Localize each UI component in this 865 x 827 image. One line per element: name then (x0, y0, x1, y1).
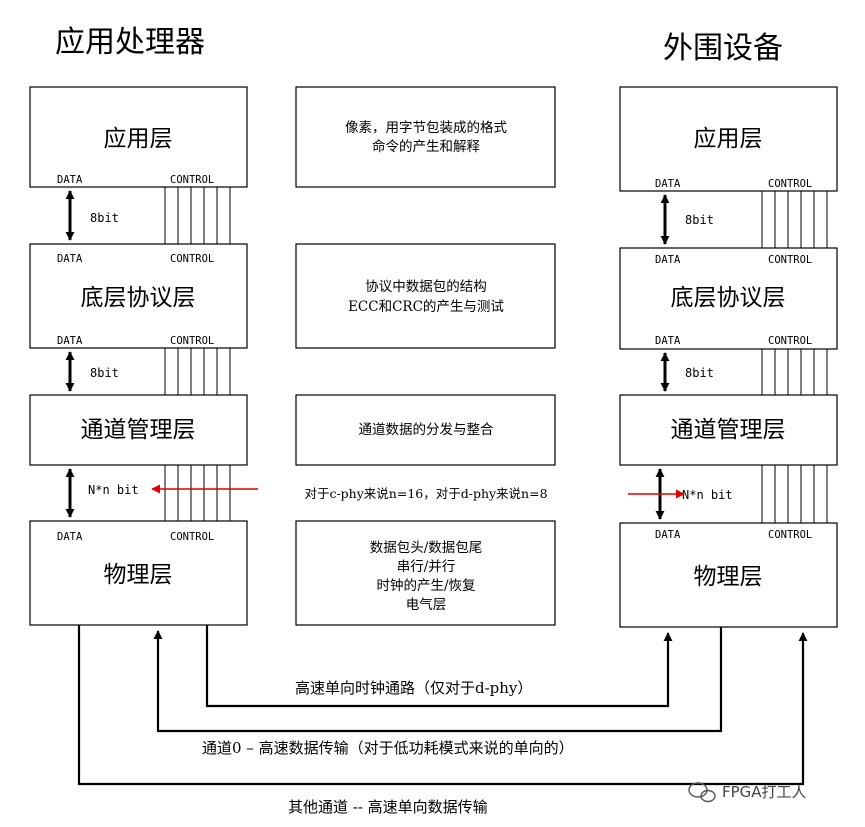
right-protocol-data-label-top: DATA (655, 254, 681, 266)
right-phy-layer-label: 物理层 (694, 564, 763, 590)
left-8bit-label-2: 8bit (90, 366, 119, 380)
left-protocol-layer-box (29, 243, 248, 349)
right-title: 外围设备 (663, 31, 783, 66)
phy-description-line-4: 电气层 (406, 597, 447, 613)
right-protocol-control-label-bottom: CONTROL (768, 335, 812, 347)
other-lanes-path (77, 625, 808, 786)
app-description-line-1: 像素，用字节包装成的格式 (345, 120, 507, 136)
left-phy-data-label: DATA (57, 531, 83, 543)
right-phy-layer-box (619, 522, 838, 628)
phy-description-line-3: 时钟的产生/恢复 (376, 577, 475, 594)
right-app-data-label: DATA (655, 178, 681, 190)
left-phy-layer-label: 物理层 (104, 562, 173, 588)
right-app-layer-box (619, 86, 838, 192)
clock-path-label: 高速单向时钟通路（仅对于d-phy） (295, 679, 532, 697)
right-nbit-label: N*n bit (682, 488, 733, 502)
right-protocol-control-label-top: CONTROL (768, 254, 812, 266)
watermark-text: FPGA打工人 (722, 783, 807, 801)
left-control-bus-2 (164, 348, 231, 395)
left-protocol-layer-label: 底层协议层 (81, 285, 196, 311)
left-app-layer-box (29, 86, 248, 188)
lane-description-box (295, 394, 556, 466)
right-stack (619, 86, 838, 628)
right-control-bus-2 (761, 349, 828, 395)
left-phy-control-label: CONTROL (170, 531, 214, 543)
left-stack (29, 86, 248, 626)
phy-description-line-1: 数据包头/数据包尾 (370, 540, 483, 556)
right-app-control-label: CONTROL (768, 178, 812, 190)
left-lane-layer-box (29, 394, 248, 466)
left-protocol-data-label-bottom: DATA (57, 335, 83, 347)
protocol-description-line-1: 协议中数据包的结构 (365, 279, 487, 295)
protocol-description-box (295, 243, 556, 349)
right-protocol-data-label-bottom: DATA (655, 335, 681, 347)
left-nbit-label: N*n bit (88, 483, 139, 497)
lane-note: 对于c-phy来说n=16，对于d-phy来说n=8 (304, 486, 547, 501)
right-lane-layer-label: 通道管理层 (671, 417, 786, 443)
other-lanes-path-label: 其他通道 -- 高速单向数据传输 (288, 798, 488, 816)
right-phy-control-label: CONTROL (768, 529, 812, 541)
left-8bit-label-1: 8bit (90, 211, 119, 225)
right-lane-layer-box (619, 394, 838, 466)
left-protocol-data-label-top: DATA (57, 253, 83, 265)
left-app-data-label: DATA (57, 174, 83, 186)
right-phy-data-label: DATA (655, 529, 681, 541)
app-description-line-2: 命令的产生和解释 (372, 138, 480, 155)
right-protocol-layer-label: 底层协议层 (671, 285, 786, 311)
right-8bit-label-2: 8bit (685, 366, 714, 380)
left-app-layer-label: 应用层 (104, 126, 173, 152)
app-description-box (295, 86, 556, 188)
right-app-layer-label: 应用层 (694, 126, 763, 152)
left-title: 应用处理器 (55, 25, 205, 60)
wechat-icon (688, 782, 716, 803)
phy-description-box (295, 520, 556, 626)
middle-description-boxes (295, 86, 556, 626)
left-lane-layer-label: 通道管理层 (81, 417, 196, 443)
left-control-bus-1 (164, 187, 231, 244)
left-protocol-control-label-top: CONTROL (170, 253, 214, 265)
left-app-control-label: CONTROL (170, 174, 214, 186)
left-control-bus-3 (164, 465, 231, 521)
left-protocol-control-label-bottom: CONTROL (170, 335, 214, 347)
lane0-path-label: 通道0 – 高速数据传输（对于低功耗模式来说的单向的） (202, 739, 574, 757)
phy-connections (77, 625, 808, 786)
right-control-bus-1 (761, 191, 828, 248)
right-control-bus-3 (761, 465, 828, 523)
lane0-path (153, 627, 723, 733)
right-protocol-layer-box (619, 247, 838, 350)
phy-description-line-2: 串行/并行 (397, 559, 456, 575)
lane-description-line-1: 通道数据的分发与整合 (359, 422, 494, 438)
watermark: FPGA打工人 (688, 782, 807, 803)
right-8bit-label-1: 8bit (685, 213, 714, 227)
protocol-description-line-2: ECC和CRC的产生与测试 (348, 299, 504, 315)
left-phy-layer-box (29, 520, 248, 626)
clock-path (205, 625, 673, 708)
